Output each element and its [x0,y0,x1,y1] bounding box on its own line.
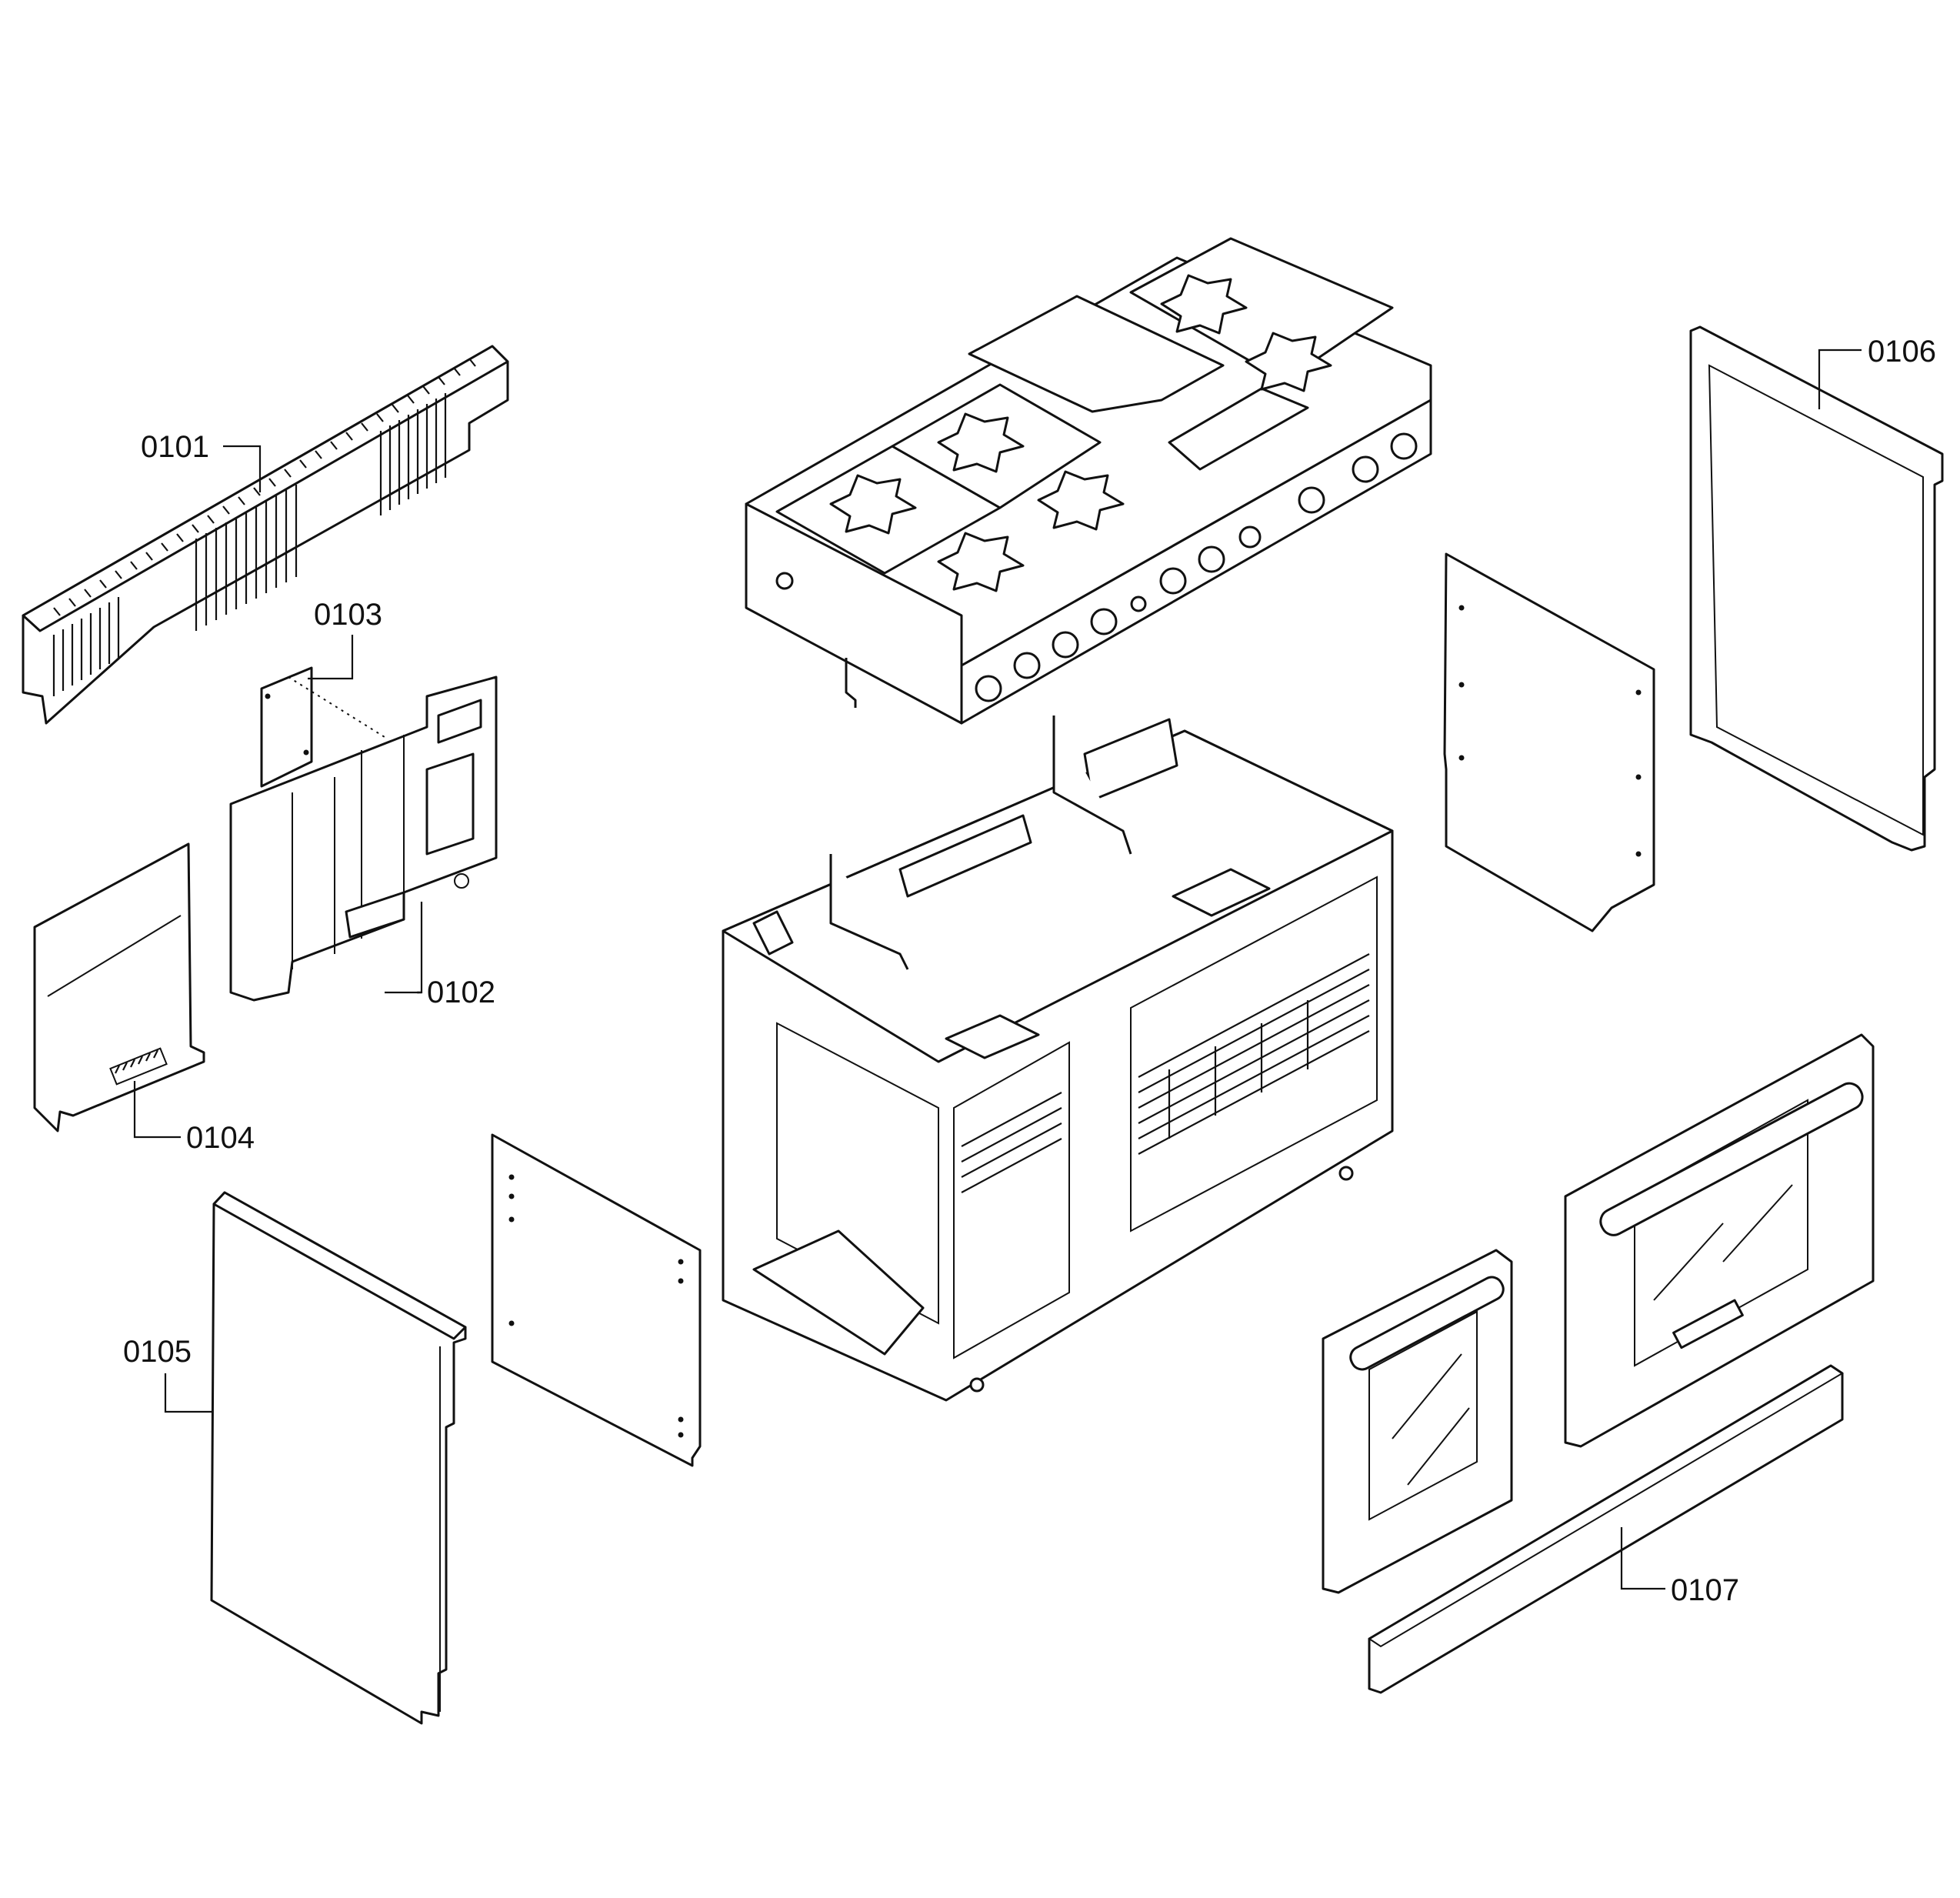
part-0105-large-side-panel[interactable] [210,1191,467,1725]
control-knob [975,432,1418,702]
callout-label-0101: 0101 [141,430,209,464]
part-0103-small-plate[interactable] [260,666,385,788]
callout-0101: 0101 [141,430,262,492]
callout-0106: 0106 [1818,335,1936,409]
callout-0107: 0107 [1620,1527,1739,1607]
vent-slots-left [52,597,120,696]
part-0106-rear-frame[interactable] [1689,325,1944,852]
vent-slots-top [53,358,476,616]
range-body [722,716,1394,1402]
callout-label-0106: 0106 [1868,335,1936,369]
callout-0102: 0102 [385,902,495,1009]
burner-grate [829,274,1332,592]
part-0104-side-insulation-panel[interactable] [33,842,205,1132]
part-0102-heat-shield[interactable] [229,675,498,1002]
callout-0104: 0104 [133,1081,255,1155]
callout-0103: 0103 [308,598,382,680]
vent-slots-middle [195,485,298,631]
vent-slots-right [379,393,447,515]
part-0107-kick-plate[interactable] [1368,1364,1844,1694]
cooktop-assembly [745,237,1432,725]
callout-0105: 0105 [123,1335,212,1413]
part-0101-rear-vent-panel[interactable] [22,345,509,725]
part-center-side-panel [491,1133,702,1467]
large-oven-door [1564,1033,1875,1448]
callout-label-0102: 0102 [427,976,495,1009]
callout-label-0104: 0104 [186,1121,255,1155]
callout-label-0107: 0107 [1671,1573,1739,1607]
small-oven-door [1322,1249,1513,1594]
callout-label-0103: 0103 [314,598,382,632]
callout-label-0105: 0105 [123,1335,192,1369]
part-rear-insulation-panel [1443,552,1655,932]
